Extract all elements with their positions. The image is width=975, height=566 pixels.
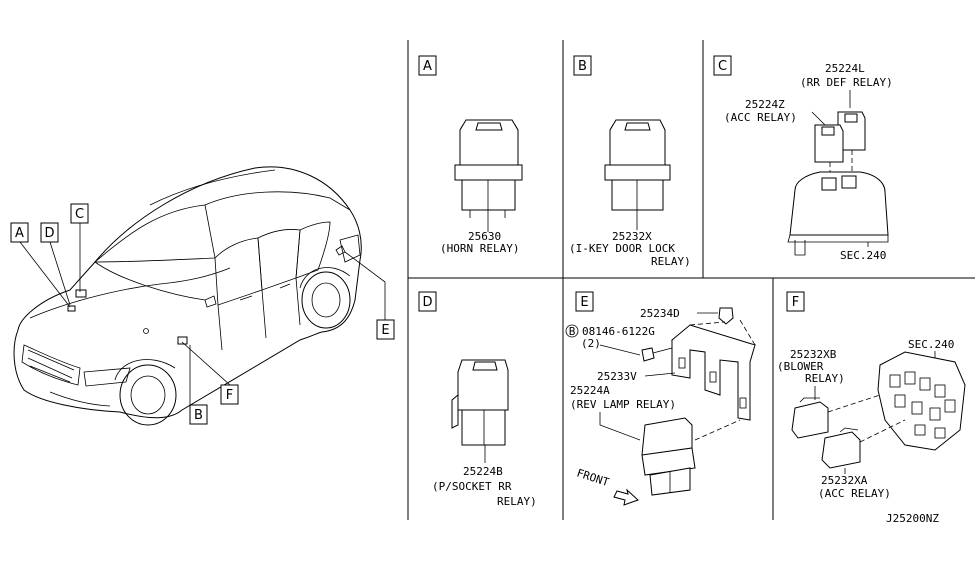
panel-f: F SEC.240 25232XB (BLOWER RELAY) [777, 291, 966, 500]
bolt-marker-letter: B [569, 325, 576, 338]
acc-relay-f-part-no: 25232XA [821, 474, 868, 487]
panel-a: A 25630 (HORN RELAY) [418, 55, 523, 255]
p-socket-relay-desc-1: (P/SOCKET RR [432, 480, 512, 493]
callout-d-label: D [44, 226, 54, 241]
acc-relay-f-desc: (ACC RELAY) [818, 487, 891, 500]
panel-grid [407, 40, 975, 520]
bolt-part-no: 08146-6122G [582, 325, 655, 338]
fuse-box-cover-icon [787, 171, 889, 256]
panel-e: E 25234D B 08146-6122G (2) 25233V 25224A… [565, 291, 756, 506]
i-key-relay-part-no: 25232X [612, 230, 652, 243]
bolt-marker-circle [565, 324, 579, 338]
panel-b-letter: B [578, 59, 587, 74]
rr-def-relay-part-no: 25224L [825, 62, 865, 75]
horn-relay-icon [454, 119, 523, 218]
panel-a-letter: A [423, 59, 432, 74]
callout-f-label: F [226, 388, 233, 403]
front-label: FRONT [575, 466, 611, 489]
callout-e-label: E [381, 323, 389, 338]
panel-f-letter-box [786, 291, 805, 312]
junction-box-icon [877, 351, 966, 451]
bracket-icon [670, 324, 756, 421]
callout-f[interactable]: F [220, 384, 239, 405]
blower-relay-icon [791, 397, 829, 439]
i-key-relay-desc-2: RELAY) [651, 255, 691, 268]
acc-relay-c-part-no: 25224Z [745, 98, 785, 111]
callout-a[interactable]: A [10, 222, 29, 243]
acc-relay-c-icon [814, 124, 844, 163]
diagram-code: J25200NZ [886, 512, 939, 525]
bolt-icon [641, 347, 673, 362]
clip-icon [718, 307, 734, 325]
panel-e-letter: E [580, 295, 588, 310]
bolt-qty: (2) [581, 337, 601, 350]
rev-lamp-relay-icon [641, 417, 696, 496]
p-socket-relay-icon [451, 359, 509, 446]
horn-relay-part-no: 25630 [468, 230, 501, 243]
panel-b-letter-box [573, 55, 592, 76]
panel-a-letter-box [418, 55, 437, 76]
i-key-relay-desc-1: (I-KEY DOOR LOCK [569, 242, 675, 255]
rr-def-relay-desc: (RR DEF RELAY) [800, 76, 893, 89]
blower-relay-desc-2: RELAY) [805, 372, 845, 385]
sec-240-c: SEC.240 [840, 249, 886, 262]
callout-c-label: C [75, 207, 84, 222]
blower-relay-desc-1: (BLOWER [777, 360, 824, 373]
panel-f-letter: F [792, 295, 799, 310]
acc-relay-c-desc: (ACC RELAY) [724, 111, 797, 124]
i-key-door-lock-relay-icon [604, 119, 671, 211]
callout-a-label: A [15, 226, 24, 241]
car-illustration [13, 166, 362, 426]
callout-c[interactable]: C [70, 203, 89, 224]
callout-d[interactable]: D [40, 222, 59, 243]
acc-relay-f-icon [821, 427, 861, 469]
bracket-part-no: 25233V [597, 370, 637, 383]
callout-e[interactable]: E [376, 319, 395, 340]
rev-lamp-relay-part-no: 25224A [570, 384, 610, 397]
panel-c-letter: C [718, 59, 727, 74]
panel-d: D 25224B (P/SOCKET RR RELAY) [418, 291, 537, 508]
front-arrow-icon [613, 488, 639, 506]
panel-d-letter-box [418, 291, 437, 312]
clip-part-no: 25234D [640, 307, 680, 320]
panel-e-letter-box [575, 291, 594, 312]
callout-b-label: B [194, 408, 203, 423]
callout-leaders [19, 223, 386, 405]
panel-d-letter: D [422, 295, 432, 310]
p-socket-relay-desc-2: RELAY) [497, 495, 537, 508]
panel-b: B 25232X (I-KEY DOOR LOCK RELAY) [569, 55, 691, 268]
panel-c: C 25224L (RR DEF RELAY) 25224Z (ACC RELA… [713, 55, 893, 262]
horn-relay-desc: (HORN RELAY) [440, 242, 519, 255]
callout-b[interactable]: B [189, 404, 208, 425]
panel-c-letter-box [713, 55, 732, 76]
sec-240-f: SEC.240 [908, 338, 954, 351]
p-socket-relay-part-no: 25224B [463, 465, 503, 478]
rev-lamp-relay-desc: (REV LAMP RELAY) [570, 398, 676, 411]
blower-relay-part-no: 25232XB [790, 348, 837, 361]
